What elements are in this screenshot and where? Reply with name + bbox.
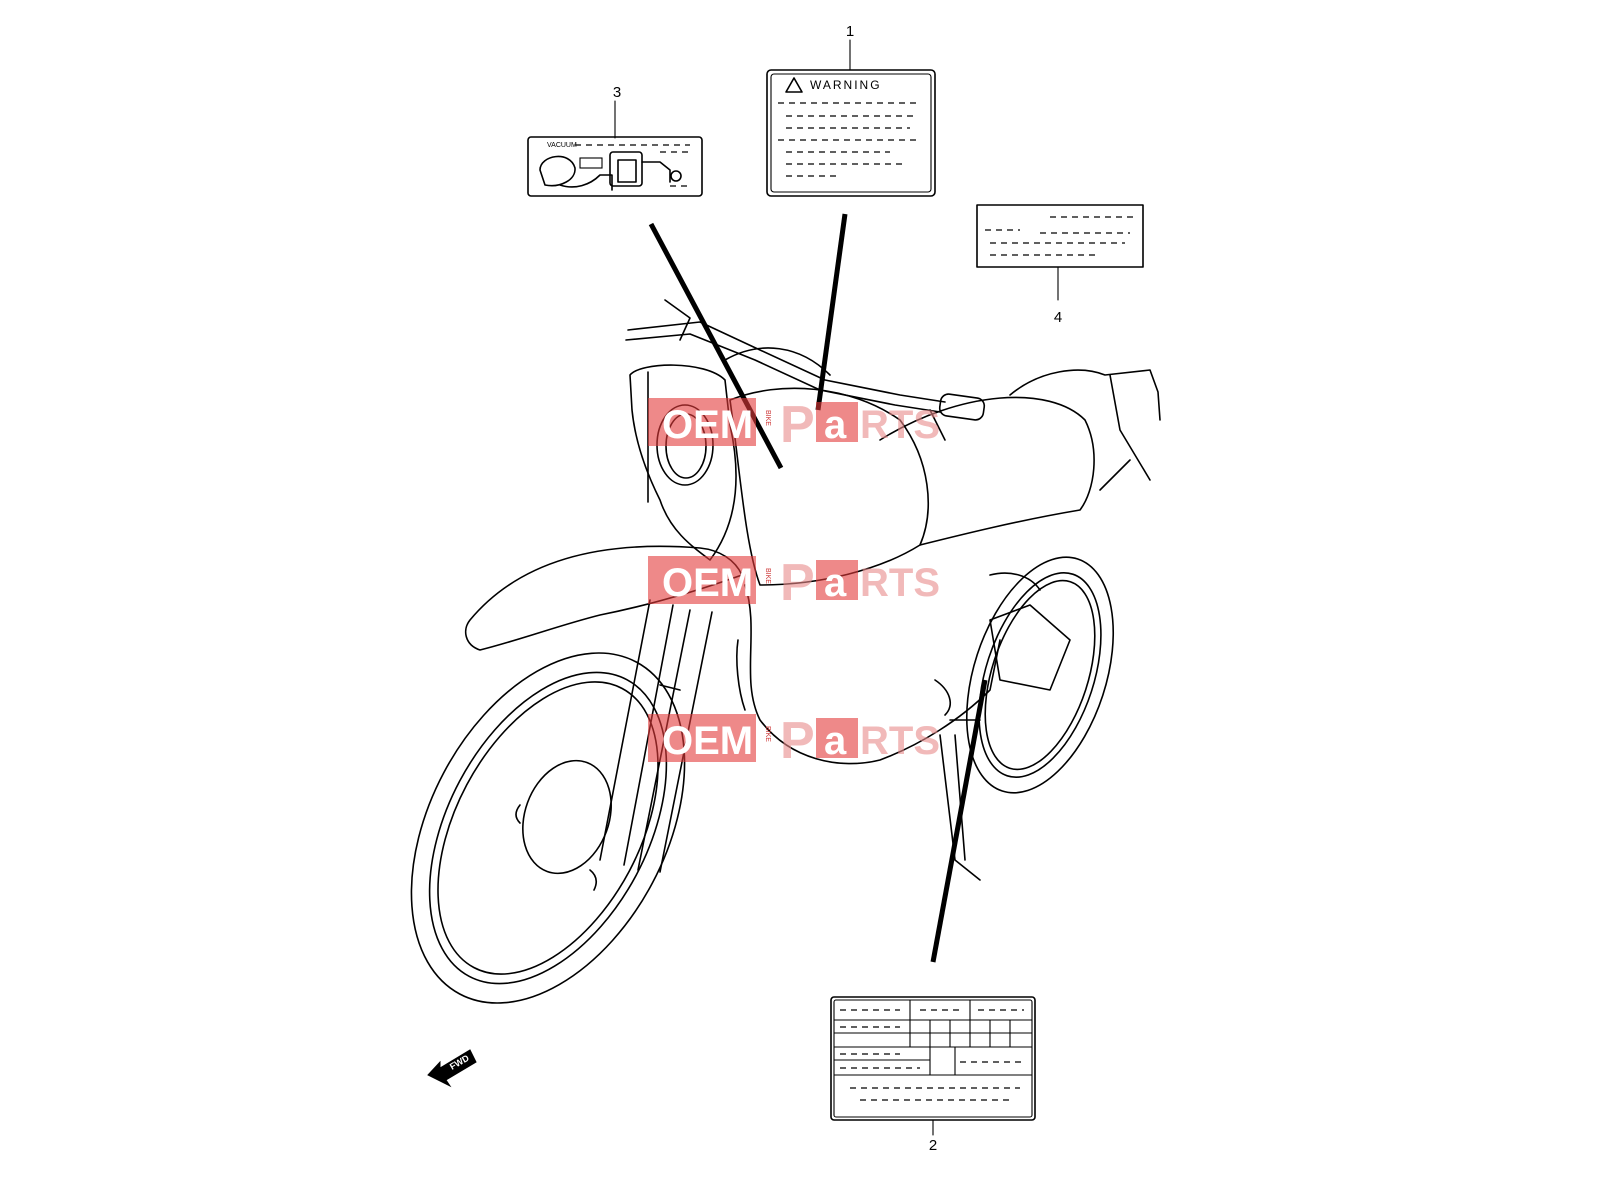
leader-lines [648,213,988,963]
svg-text:a: a [824,719,847,763]
callout-1: 1 [846,23,854,40]
svg-text:RTS: RTS [860,719,940,763]
label-1-warning: 1 WARNING [766,23,936,197]
leader-1 [815,213,848,411]
callout-2: 2 [929,1137,937,1154]
callout-3: 3 [613,84,621,101]
svg-text:BIKE: BIKE [764,410,771,426]
svg-text:BIKE: BIKE [764,726,771,742]
warning-title: WARNING [810,78,882,92]
svg-text:OEM: OEM [662,561,753,605]
svg-text:P: P [780,396,815,454]
watermark-3: OEM BIKE P a RTS [648,712,940,770]
warning-triangle-icon [785,77,803,93]
callout-4: 4 [1054,309,1062,326]
svg-text:a: a [824,403,847,447]
leader-2 [930,679,988,963]
leader-3 [648,222,784,470]
svg-text:P: P [780,554,815,612]
vacuum-text: VACUUM [547,142,577,149]
motorcycle-outline [410,299,1161,1004]
fwd-arrow-icon: FWD [427,1049,477,1088]
label-4: 4 [976,204,1144,326]
svg-text:OEM: OEM [662,403,753,447]
svg-text:a: a [824,561,847,605]
watermark-2: OEM BIKE P a RTS [648,554,940,612]
svg-text:RTS: RTS [860,561,940,605]
svg-text:P: P [780,712,815,770]
svg-text:BIKE: BIKE [764,568,771,584]
svg-text:RTS: RTS [860,403,940,447]
svg-text:OEM: OEM [662,719,753,763]
label-2-spec-table: 2 [830,996,1036,1154]
watermark-1: OEM BIKE P a RTS [648,396,940,454]
label-3-vacuum: 3 VACUUM [527,84,703,197]
